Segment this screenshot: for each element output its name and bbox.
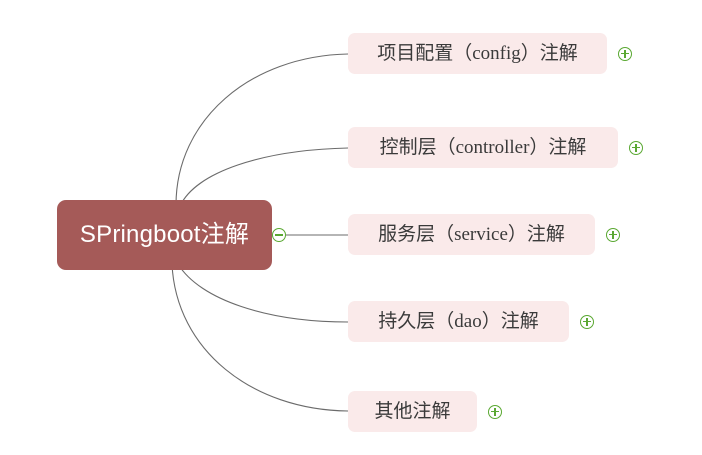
branch-node-4[interactable]: 持久层（dao）注解	[348, 301, 594, 342]
root-node-label: SPringboot注解	[79, 221, 250, 248]
plus-circle-icon[interactable]	[629, 140, 643, 155]
minus-circle-icon[interactable]	[272, 228, 286, 242]
branch-node-4-label: 持久层（dao）注解	[378, 311, 539, 332]
branch-node-5-label: 其他注解	[374, 401, 451, 422]
branch-node-5[interactable]: 其他注解	[348, 391, 502, 432]
plus-circle-icon[interactable]	[606, 227, 620, 242]
plus-circle-icon[interactable]	[580, 314, 594, 329]
branch-node-2[interactable]: 控制层（controller）注解	[348, 127, 643, 168]
branch-node-4-box[interactable]: 持久层（dao）注解	[348, 301, 569, 342]
branch-node-1-box[interactable]: 项目配置（config）注解	[348, 33, 607, 74]
branch-node-3-label: 服务层（service）注解	[378, 224, 565, 245]
root-node[interactable]: SPringboot注解	[57, 200, 272, 270]
branch-node-2-label: 控制层（controller）注解	[379, 137, 587, 158]
branch-node-3-box[interactable]: 服务层（service）注解	[348, 214, 595, 255]
branch-node-1[interactable]: 项目配置（config）注解	[348, 33, 632, 74]
plus-circle-icon[interactable]	[618, 46, 632, 61]
branch-node-3[interactable]: 服务层（service）注解	[348, 214, 620, 255]
branch-node-2-box[interactable]: 控制层（controller）注解	[348, 127, 618, 168]
plus-circle-icon[interactable]	[488, 404, 502, 419]
branch-node-5-box[interactable]: 其他注解	[348, 391, 477, 432]
branch-node-1-label: 项目配置（config）注解	[377, 43, 578, 64]
